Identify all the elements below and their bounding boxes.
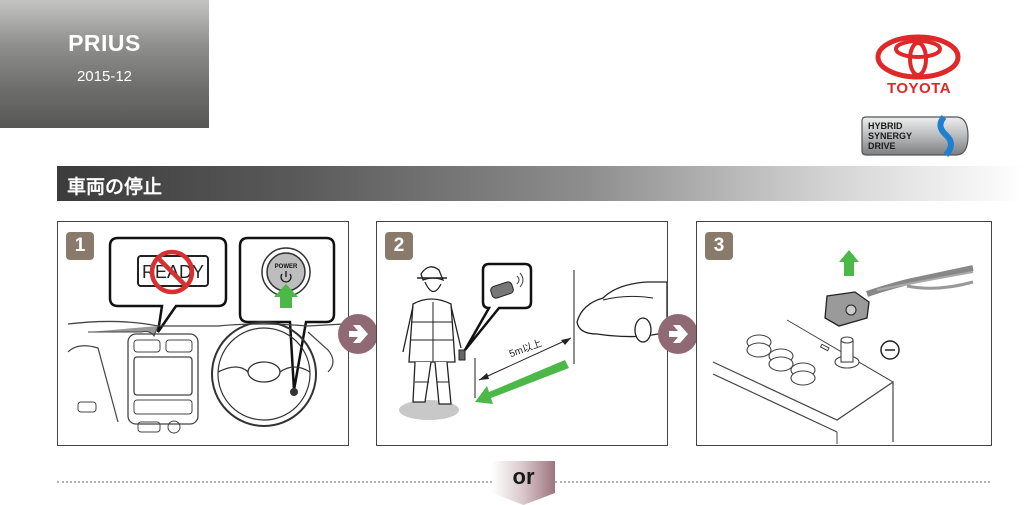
- step-number-badge: 3: [705, 232, 733, 260]
- section-header-bar: 車両の停止: [57, 166, 1024, 201]
- step-number-badge: 2: [385, 232, 413, 260]
- dashboard-illustration: READY POWER: [67, 236, 345, 434]
- power-button-label: POWER: [275, 264, 298, 270]
- smart-key-icon: [490, 272, 524, 299]
- model-date: 2015-12: [76, 68, 133, 85]
- power-icon: [280, 271, 292, 283]
- brand-name: TOYOTA: [886, 80, 952, 97]
- or-badge: [492, 461, 555, 505]
- model-name: PRIUS: [68, 30, 141, 56]
- section-title: 車両の停止: [67, 177, 163, 198]
- move-away-arrow-icon: [475, 360, 569, 404]
- evacuation-illustration: 5m以上: [399, 262, 667, 420]
- separator-line: [57, 481, 492, 483]
- next-step-arrow-icon: [658, 314, 698, 354]
- or-label: or: [512, 464, 535, 489]
- badge-line-3: DRIVE: [868, 141, 896, 151]
- hybrid-synergy-drive-badge: HYBRID SYNERGY DRIVE: [860, 113, 970, 159]
- distance-arrow-icon: [478, 337, 572, 381]
- toyota-logo-icon: [874, 34, 962, 80]
- step-panel-1: 1 READY POWER: [57, 221, 349, 446]
- battery-terminal-icon: [824, 291, 870, 327]
- separator-line: [555, 481, 990, 483]
- badge-line-1: HYBRID: [868, 121, 903, 131]
- next-step-arrow-icon: [338, 314, 378, 354]
- step-panel-2: 2 5m以上: [376, 221, 668, 446]
- badge-line-2: SYNERGY: [868, 131, 912, 141]
- distance-label: 5m以上: [508, 337, 544, 360]
- up-arrow-icon: [274, 284, 298, 308]
- up-arrow-icon: [839, 250, 859, 276]
- model-header-box: PRIUS 2015-12: [0, 0, 209, 128]
- battery-illustration: [712, 250, 974, 444]
- step-panel-3: 3: [696, 221, 992, 446]
- prohibited-icon: [149, 249, 195, 295]
- step-number-badge: 1: [66, 232, 94, 260]
